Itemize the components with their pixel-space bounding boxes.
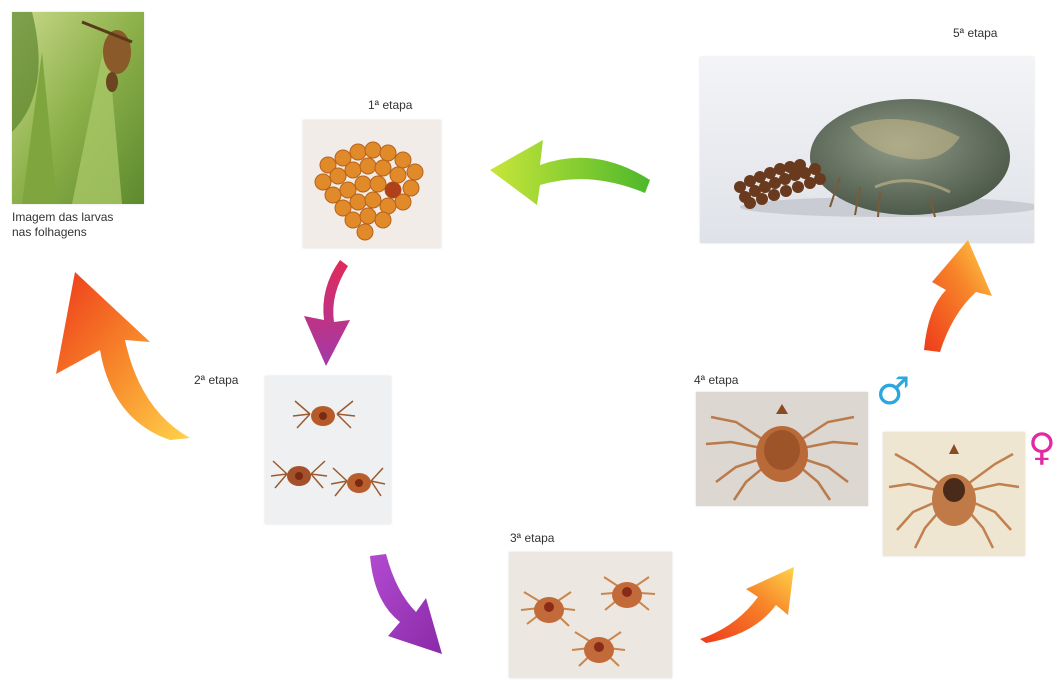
stage2-label: 2ª etapa [194,373,238,387]
stage4-female-photo [883,432,1025,556]
arrow-stage3-to-stage4 [696,565,798,643]
stage5-label: 5ª etapa [953,26,997,40]
larvae-caption-line1: Imagem das larvas [12,210,113,225]
arrow-stage2-to-stage3 [366,552,446,657]
stage2-larvae-photo [265,376,391,524]
arrow-stage1-to-stage2 [292,258,354,368]
stage3-label: 3ª etapa [510,531,554,545]
arrow-stage2-to-foliage [50,270,195,442]
larvae-foliage-photo [12,12,144,204]
stage5-engorged-photo [700,57,1034,243]
stage1-eggs-photo [303,120,441,248]
larvae-caption: Imagem das larvas nas folhagens [12,210,113,240]
larvae-caption-line2: nas folhagens [12,225,113,240]
stage1-label: 1ª etapa [368,98,412,112]
female-icon: ♀ [1028,428,1056,466]
stage4-male-photo [696,392,868,506]
male-icon: ♂ [876,372,910,410]
stage4-label: 4ª etapa [694,373,738,387]
arrow-stage4-to-stage5 [918,238,996,354]
arrow-stage5-to-stage1 [485,125,655,210]
stage3-nymphs-photo [509,552,672,678]
